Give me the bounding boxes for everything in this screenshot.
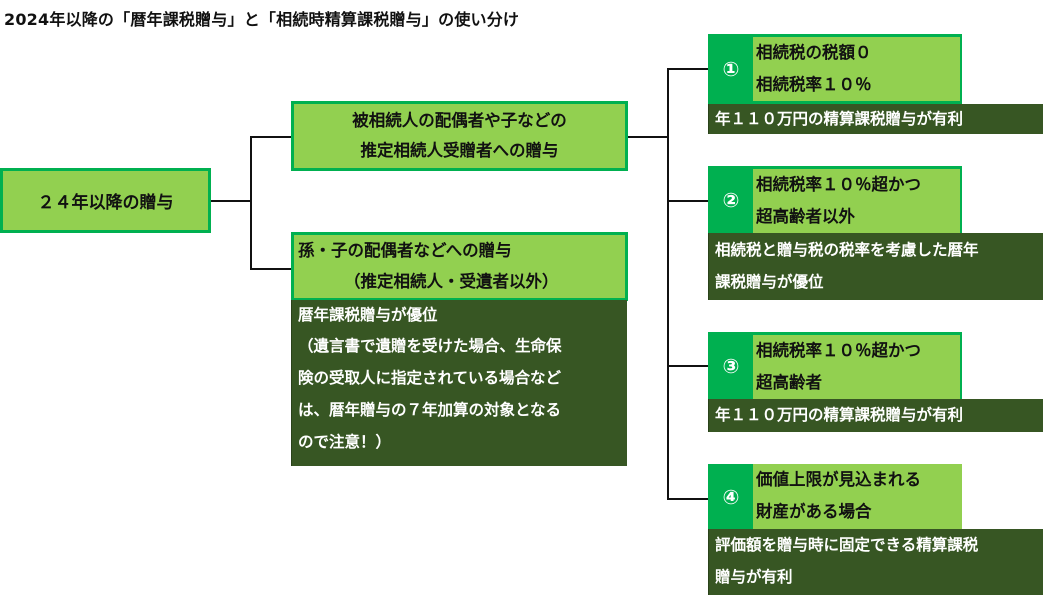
branch-b-line-1: 孫・子の配偶者などへの贈与: [298, 241, 512, 260]
branch-a-line-1: 被相続人の配偶者や子などの: [352, 111, 567, 130]
diagram-title: 2024年以降の「暦年課税贈与」と「相続時精算課税贈与」の使い分け: [4, 10, 520, 29]
branch-b-result-line: は、暦年贈与の７年加算の対象となる: [298, 401, 562, 419]
connector-case-2: [667, 200, 709, 202]
connector-case-4: [667, 498, 709, 500]
connector-branch-a: [250, 136, 292, 138]
case-result-line: 課税贈与が優位: [715, 273, 824, 291]
case-3-header: ③ 相続税率１０％超かつ 超高齢者: [708, 332, 962, 399]
case-result: 評価額を贈与時に固定できる精算課税 贈与が有利: [708, 529, 1043, 595]
case-number-badge: ①: [722, 57, 740, 81]
case-result-line: 相続税と贈与税の税率を考慮した暦年: [715, 241, 979, 259]
case-4-header: ④ 価値上限が見込まれる 財産がある場合: [708, 464, 962, 529]
branch-b-result: 暦年課税贈与が優位 （遺言書で遺贈を受けた場合、生命保 険の受取人に指定されてい…: [291, 300, 627, 466]
connector-level2-trunk: [667, 68, 669, 500]
case-condition: 価値上限が見込まれる 財産がある場合: [753, 464, 960, 529]
case-1-header: ① 相続税の税額０ 相続税率１０％: [708, 34, 962, 104]
branch-b-result-line: （遺言書で遺贈を受けた場合、生命保: [298, 337, 562, 355]
case-number-badge: ④: [708, 464, 754, 529]
case-result-line: 贈与が有利: [715, 568, 793, 586]
case-number-badge: ③: [722, 353, 740, 378]
case-result-line: 年１１０万円の精算課税贈与が有利: [715, 110, 964, 128]
case-condition-line: 相続税の税額０: [756, 43, 872, 62]
connector-root: [211, 200, 251, 202]
case-condition-line: 価値上限が見込まれる: [756, 470, 921, 489]
case-condition-line: 相続税率１０％超かつ: [756, 175, 921, 194]
case-2-header: ② 相続税率１０％超かつ 超高齢者以外: [708, 166, 962, 233]
connector-case-1: [667, 68, 709, 70]
case-condition-line: 超高齢者以外: [756, 207, 855, 226]
case-condition-line: 相続税率１０％超かつ: [756, 341, 921, 360]
branch-b-result-line: 暦年課税贈与が優位: [298, 306, 438, 324]
case-condition: 相続税率１０％超かつ 超高齢者以外: [753, 169, 960, 233]
case-condition-line: 財産がある場合: [756, 502, 872, 521]
branch-b-node: 孫・子の配偶者などへの贈与 （推定相続人・受遺者以外）: [291, 232, 628, 301]
case-result: 年１１０万円の精算課税贈与が有利: [708, 104, 1043, 134]
case-result-line: 年１１０万円の精算課税贈与が有利: [715, 406, 964, 424]
connector-level1-trunk: [250, 136, 252, 270]
case-result: 相続税と贈与税の税率を考慮した暦年 課税贈与が優位: [708, 233, 1043, 300]
branch-a-line-2: 推定相続人受贈者への贈与: [360, 141, 559, 160]
case-condition-line: 相続税率１０％: [756, 75, 872, 94]
branch-b-result-line: 険の受取人に指定されている場合など: [298, 369, 562, 387]
case-result-line: 評価額を贈与時に固定できる精算課税: [715, 536, 979, 554]
root-node: ２４年以降の贈与: [0, 168, 211, 233]
connector-branch-b: [250, 268, 292, 270]
connector-branch-a-out: [628, 136, 669, 138]
case-condition: 相続税の税額０ 相続税率１０％: [753, 37, 960, 101]
branch-b-line-2: （推定相続人・受遺者以外）: [344, 272, 559, 291]
case-condition-line: 超高齢者: [756, 373, 822, 392]
root-label: ２４年以降の贈与: [37, 193, 174, 213]
branch-a-node: 被相続人の配偶者や子などの 推定相続人受贈者への贈与: [291, 101, 628, 171]
connector-case-3: [667, 365, 709, 367]
branch-b-result-line: ので注意！）: [298, 433, 392, 451]
case-condition: 相続税率１０％超かつ 超高齢者: [753, 335, 960, 399]
case-number-badge: ②: [722, 187, 740, 212]
case-result: 年１１０万円の精算課税贈与が有利: [708, 399, 1043, 432]
